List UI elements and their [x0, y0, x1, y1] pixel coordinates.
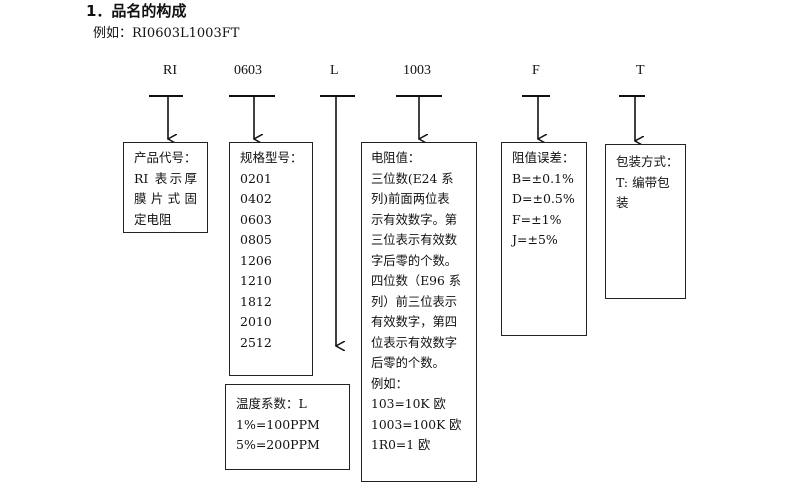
- tolerance-title: 阻值误差：: [512, 150, 575, 165]
- size-item: 1812: [240, 293, 272, 309]
- product-code-title: 产品代号：: [134, 150, 197, 165]
- code-tcr: L: [330, 63, 339, 78]
- resistance-line: 列)前面两位表: [371, 192, 450, 206]
- resistance-line: 四位数（E96 系: [371, 274, 462, 288]
- size-item: 1206: [240, 252, 272, 268]
- resistance-example: 103=10K 欧: [371, 397, 446, 411]
- product-code-line: 定电阻: [134, 211, 172, 227]
- resistance-title: 电阻值：: [371, 151, 421, 165]
- product-code-box: 产品代号： RI 表示厚 膜片式固 定电阻: [123, 142, 208, 233]
- packing-line: 装: [616, 195, 629, 210]
- packing-box: 包装方式： T: 编带包 装: [605, 144, 686, 299]
- resistance-example: 1003=100K 欧: [371, 417, 462, 432]
- size-item: 2010: [240, 314, 272, 329]
- resistance-line: 字后零的个数。: [371, 253, 458, 268]
- tcr-title: 温度系数：L: [236, 396, 307, 411]
- tolerance-item: F=±1%: [512, 211, 562, 227]
- tolerance-item: B=±0.1%: [512, 170, 574, 186]
- tcr-item: 5%=200PPM: [236, 437, 320, 452]
- tolerance-item: J=±5%: [512, 232, 558, 247]
- resistance-line: 列）前三位表示: [371, 294, 458, 309]
- product-code-line: 膜片式固: [134, 191, 197, 206]
- code-tolerance: F: [532, 63, 540, 78]
- size-item: 0201: [240, 170, 272, 186]
- size-item: 1210: [240, 273, 272, 288]
- resistance-line: 示有效数字。第: [371, 212, 458, 227]
- resistance-line: 位表示有效数字: [371, 335, 458, 350]
- resistance-example: 1R0=1 欧: [371, 438, 431, 452]
- tolerance-item: D=±0.5%: [512, 191, 575, 206]
- tcr-box: 温度系数：L 1%=100PPM 5%=200PPM: [225, 384, 350, 470]
- resistance-line: 有效数字，第四: [371, 315, 458, 329]
- product-code-line: RI 表示厚: [134, 170, 197, 186]
- tolerance-box: 阻值误差： B=±0.1% D=±0.5% F=±1% J=±5%: [501, 142, 587, 336]
- packing-title: 包装方式：: [616, 154, 679, 169]
- size-box: 规格型号： 0201 0402 0603 0805 1206 1210 1812…: [229, 142, 313, 376]
- code-packing: T: [636, 63, 645, 78]
- resistance-box: 电阻值： 三位数(E24 系 列)前面两位表 示有效数字。第 三位表示有效数 字…: [361, 142, 477, 482]
- size-item: 0805: [240, 232, 272, 247]
- resistance-line: 后零的个数。: [371, 356, 445, 370]
- resistance-line: 三位数(E24 系: [371, 171, 454, 186]
- code-size: 0603: [234, 63, 262, 78]
- section-heading: 1．品名的构成: [86, 2, 187, 20]
- code-ri: RI: [163, 63, 177, 78]
- size-title: 规格型号：: [240, 150, 303, 165]
- size-item: 0402: [240, 191, 272, 206]
- code-resistance: 1003: [403, 63, 431, 78]
- example-code: 例如：RI0603L1003FT: [93, 26, 240, 41]
- resistance-line: 三位表示有效数: [371, 233, 458, 247]
- resistance-example-label: 例如：: [371, 376, 408, 391]
- size-item: 2512: [240, 334, 272, 350]
- packing-line: T: 编带包: [616, 174, 670, 190]
- tcr-item: 1%=100PPM: [236, 416, 320, 432]
- size-item: 0603: [240, 211, 272, 227]
